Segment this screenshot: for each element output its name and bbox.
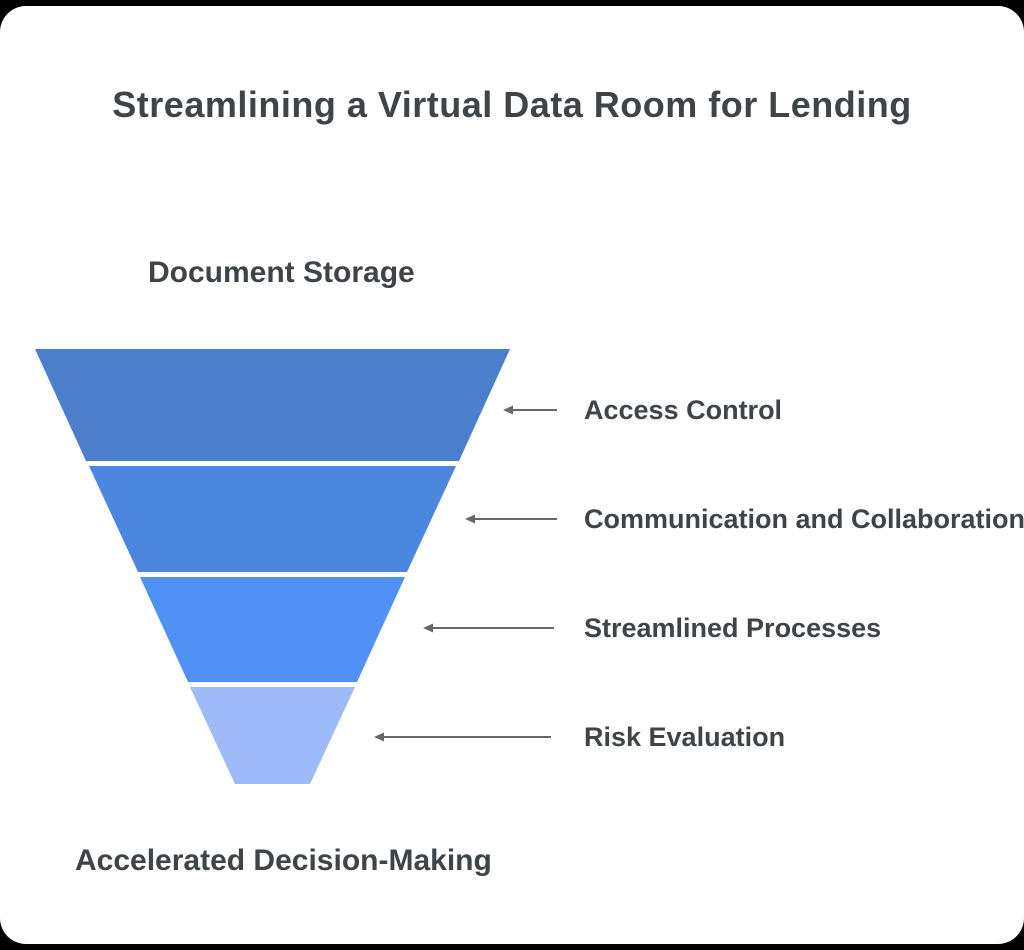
stage-label-communication-and-collaboration: Communication and Collaboration bbox=[584, 504, 1024, 534]
funnel-top-label: Document Storage bbox=[148, 256, 415, 289]
leader-arrow-icon bbox=[423, 623, 433, 633]
leader-line-1 bbox=[503, 405, 557, 415]
leader-line-3 bbox=[423, 623, 554, 633]
funnel-graphic bbox=[35, 349, 557, 784]
chart-canvas: Streamlining a Virtual Data Room for Len… bbox=[0, 6, 1024, 944]
leader-arrow-icon bbox=[374, 732, 384, 742]
stage-label-streamlined-processes: Streamlined Processes bbox=[584, 613, 882, 643]
stage-label-access-control: Access Control bbox=[584, 395, 783, 425]
funnel-bottom-label: Accelerated Decision-Making bbox=[75, 844, 492, 877]
leader-line-4 bbox=[374, 732, 551, 742]
leader-arrow-icon bbox=[503, 405, 513, 415]
funnel-segment-2 bbox=[89, 466, 456, 572]
funnel-segment-4 bbox=[190, 687, 355, 784]
stage-label-risk-evaluation: Risk Evaluation bbox=[584, 722, 786, 752]
leader-line-2 bbox=[465, 514, 557, 524]
funnel-segment-1 bbox=[35, 349, 510, 461]
chart-title: Streamlining a Virtual Data Room for Len… bbox=[112, 84, 912, 125]
leader-arrow-icon bbox=[465, 514, 475, 524]
funnel-segment-3 bbox=[140, 577, 405, 682]
